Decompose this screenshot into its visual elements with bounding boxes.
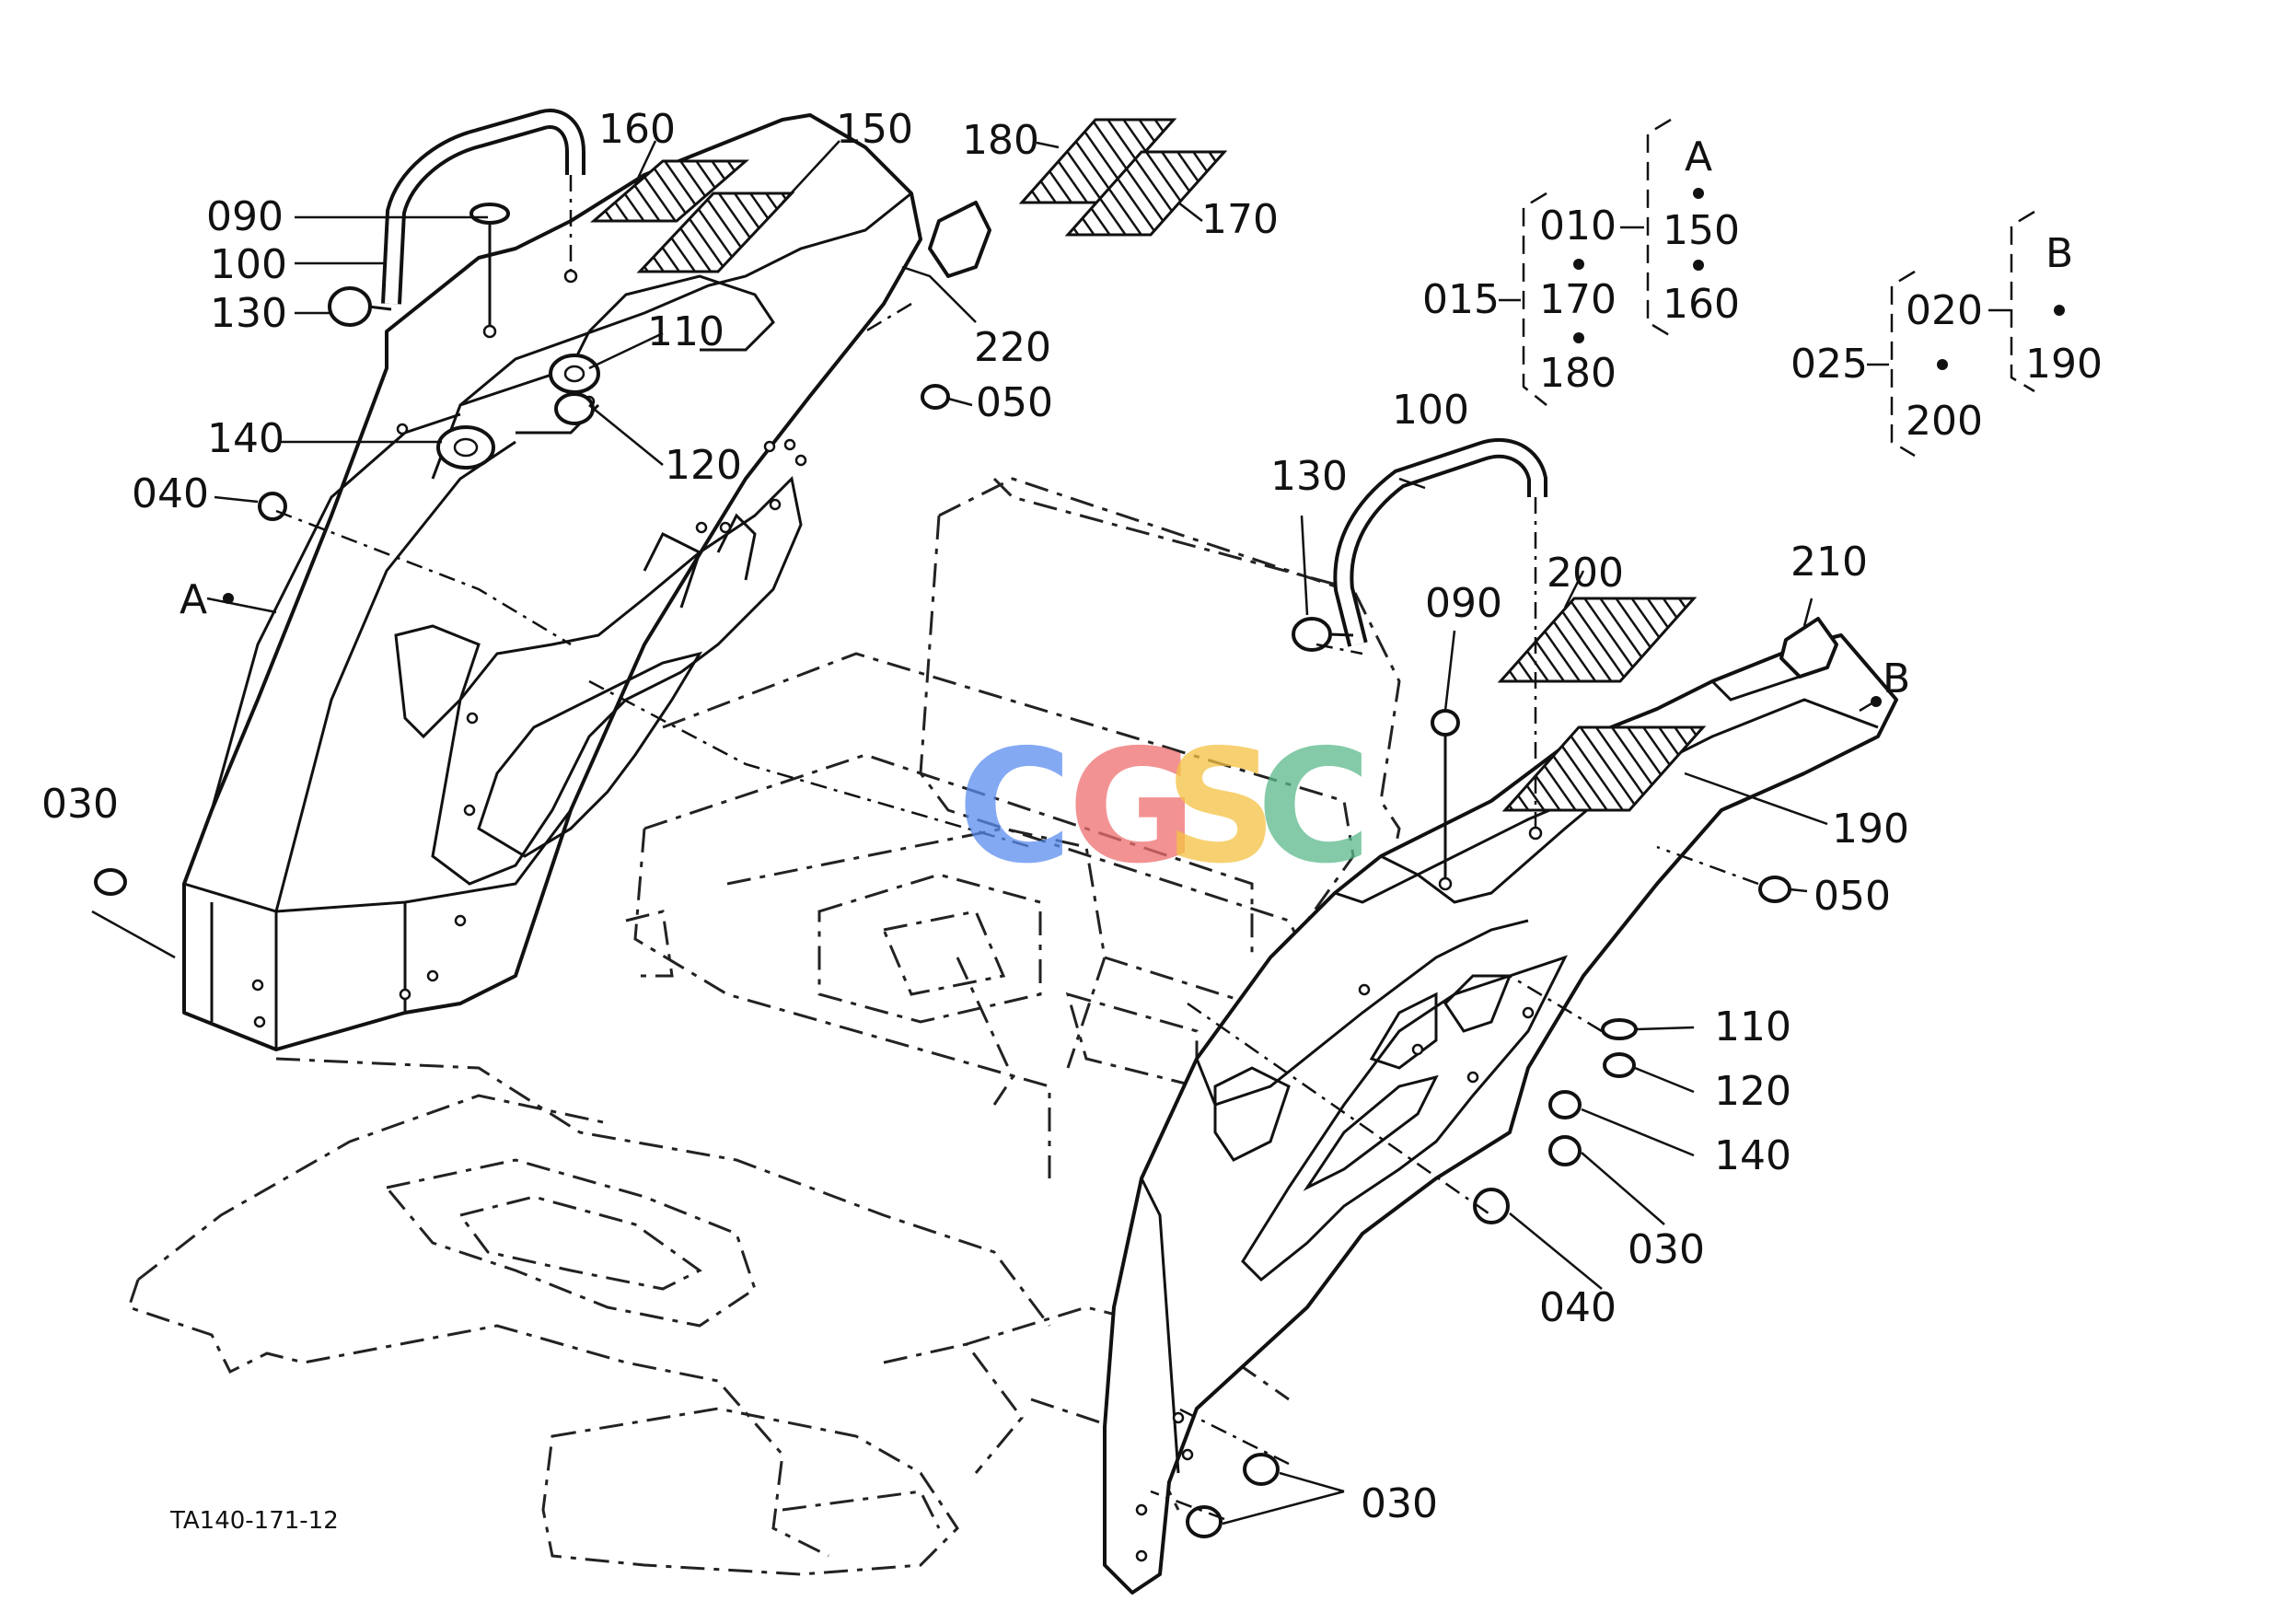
callout-050-left: 050: [976, 379, 1053, 426]
legend-A-item-0: 150: [1663, 207, 1740, 254]
legend-015-label: 015: [1422, 276, 1500, 323]
legend-A-item-1: 160: [1663, 281, 1740, 328]
decal-200: [1497, 597, 1698, 683]
legend-025-item-1: 200: [1906, 398, 1983, 445]
left-grab-handle: [381, 109, 585, 305]
callout-120-left: 120: [665, 442, 742, 489]
callout-170: 170: [1201, 196, 1279, 243]
legend-015-item-1: 170: [1539, 276, 1617, 323]
right-hardware: [1186, 497, 1838, 1538]
legend-B-item-0: 190: [2025, 341, 2103, 388]
watermark-letter-2: S: [1165, 716, 1277, 899]
callout-220: 220: [974, 324, 1051, 371]
assembly-legend: 015 010 170 180 A 150 160 025 020 200 B …: [1422, 118, 2103, 458]
legend-B-label: B: [2045, 230, 2073, 277]
callout-190: 190: [1832, 806, 1909, 853]
callout-140-right: 140: [1714, 1132, 1791, 1179]
callout-040-right: 040: [1539, 1284, 1617, 1331]
callout-210: 210: [1790, 539, 1868, 586]
legend-025-item-0: 020: [1906, 287, 1983, 334]
callout-050-right: 050: [1814, 873, 1891, 920]
callout-030-right: 030: [1628, 1226, 1705, 1273]
legend-015-item-2: 180: [1539, 350, 1617, 397]
decal-190: [1501, 725, 1707, 812]
legend-A-label: A: [1685, 133, 1712, 180]
decal-180: [1018, 118, 1177, 204]
callout-150: 150: [836, 106, 913, 153]
left-hardware: [94, 175, 991, 896]
watermark-letter-0: C: [957, 716, 1072, 899]
callout-140-left: 140: [207, 415, 284, 462]
watermark-letter-1: G: [1068, 716, 1197, 899]
callout-090-right: 090: [1425, 580, 1502, 627]
callout-030-left: 030: [41, 781, 119, 828]
callout-120-right: 120: [1714, 1068, 1791, 1115]
callout-B: B: [1883, 655, 1910, 702]
decal-160: [589, 159, 750, 223]
callout-100: 100: [210, 241, 287, 288]
decal-170: [1064, 150, 1228, 237]
watermark-letter-3: C: [1257, 716, 1372, 899]
callout-110-left: 110: [647, 308, 724, 355]
callout-200: 200: [1547, 550, 1624, 597]
callout-100-right: 100: [1392, 387, 1469, 434]
callout-130-right: 130: [1270, 453, 1348, 500]
right-fender: [1103, 633, 1898, 1595]
leader-lines: [91, 140, 1882, 1525]
callout-040-left: 040: [132, 470, 209, 517]
callout-110-right: 110: [1714, 1003, 1791, 1050]
callout-130: 130: [210, 290, 287, 337]
drawing-code: TA140-171-12: [169, 1507, 339, 1535]
callout-A: A: [180, 576, 207, 623]
callout-180: 180: [962, 117, 1039, 164]
callout-160: 160: [598, 106, 676, 153]
legend-025-label: 025: [1790, 341, 1868, 388]
callout-090: 090: [206, 193, 284, 240]
left-fender: [182, 113, 922, 1051]
legend-015-item-0: 010: [1539, 203, 1617, 249]
callout-030-bottom: 030: [1361, 1480, 1438, 1527]
right-grab-handle: [1333, 437, 1547, 647]
watermark-logo: C G S C: [957, 716, 1372, 899]
callouts: 090 100 130 160 150 180 170 220 050 110 …: [41, 106, 1910, 1527]
